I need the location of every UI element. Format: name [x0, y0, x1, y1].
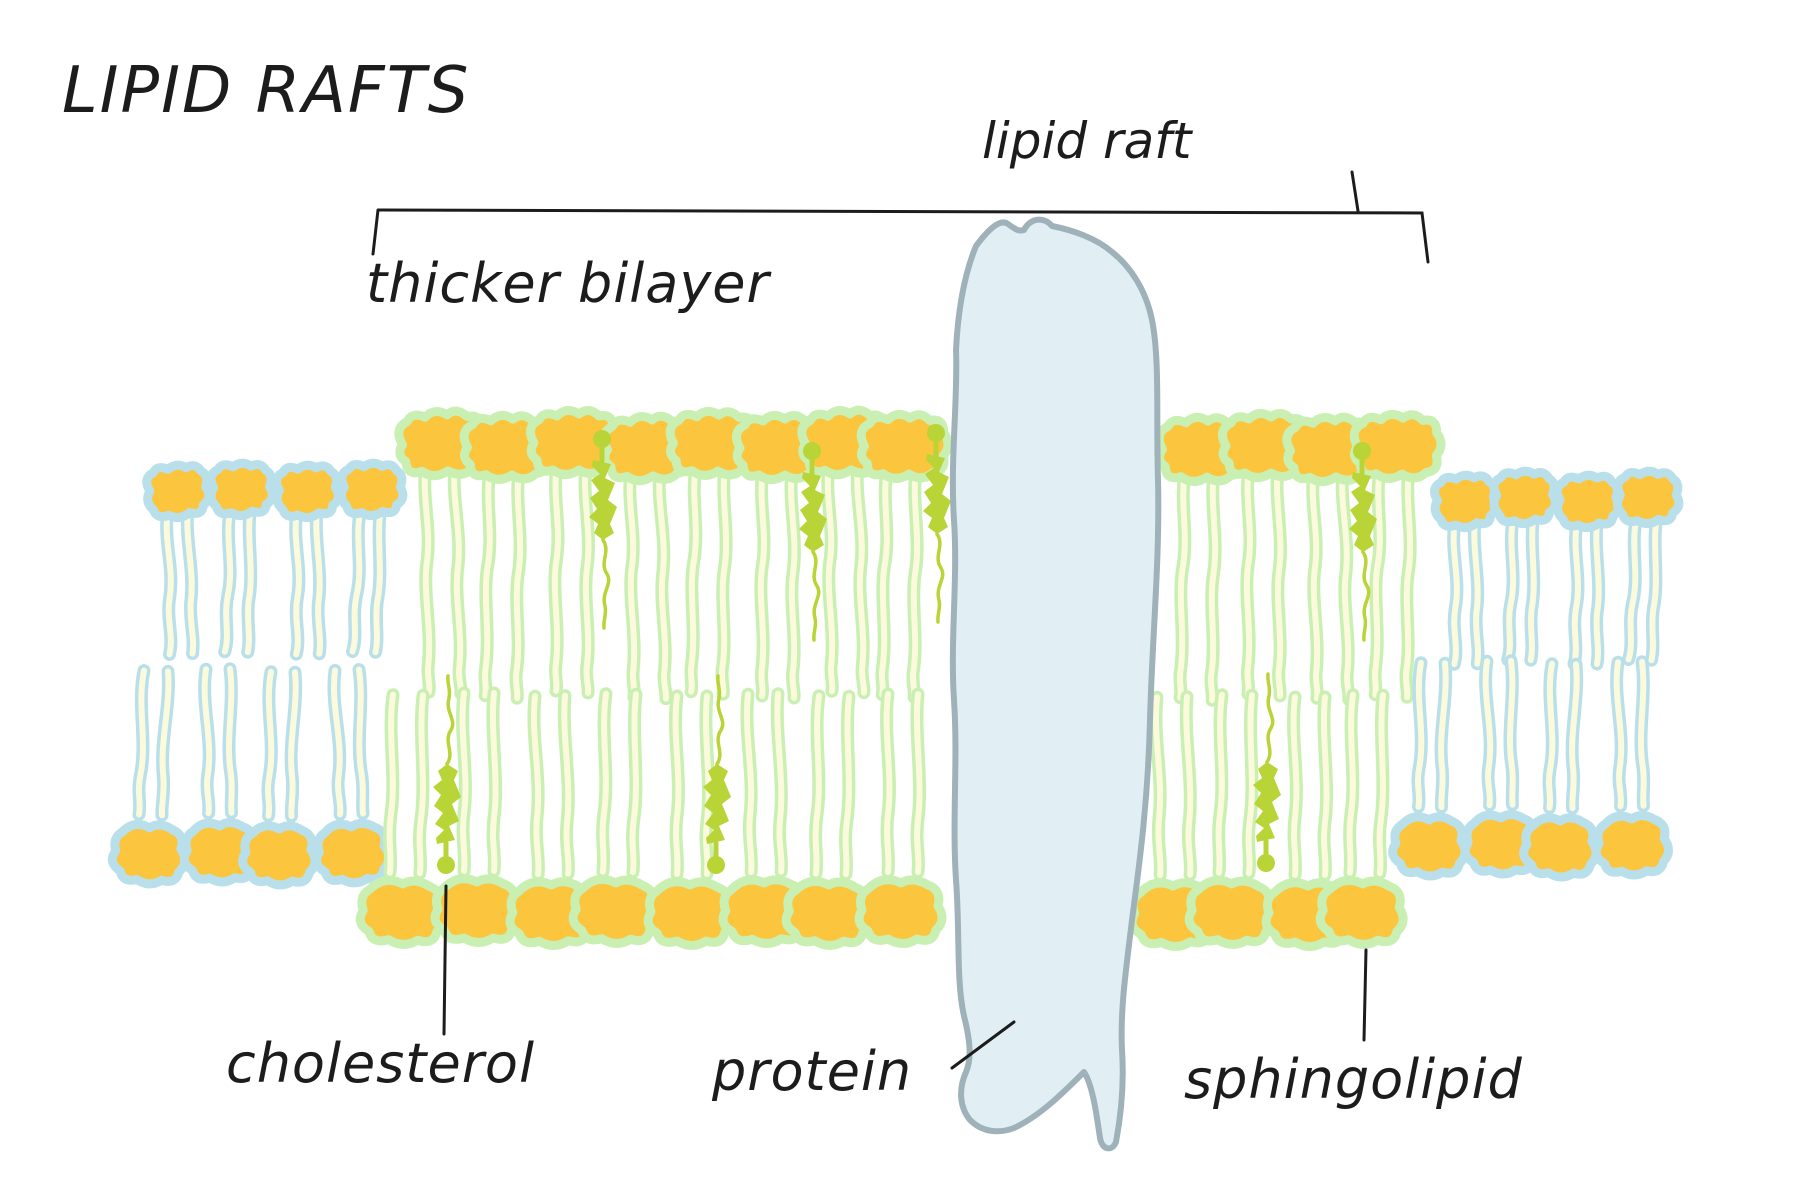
- annotations: LIPID RAFTS lipid raft thicker bilayer c…: [62, 54, 1523, 1111]
- outer-left-bottom-lipids: [112, 668, 390, 885]
- phospholipid: [1593, 661, 1669, 875]
- phospholipid: [336, 462, 404, 653]
- phospholipid: [1491, 471, 1556, 661]
- sphingolipid-pointer-line: [1362, 948, 1368, 1042]
- membrane-bottom-leaflet: [112, 660, 1669, 947]
- sphingolipid: [859, 694, 942, 944]
- lipid-raft-connector-line: [1350, 170, 1360, 213]
- lipid-raft-label: lipid raft: [982, 112, 1194, 170]
- phospholipid: [1557, 475, 1619, 664]
- protein-shape: [949, 216, 1162, 1152]
- outer-right-bottom-lipids: [1392, 660, 1669, 877]
- raft-top-left-lipids: [398, 410, 951, 700]
- protein-pointer-line: [950, 1020, 1016, 1070]
- protein-label: protein: [711, 1040, 912, 1103]
- outer-left-top-lipids: [146, 462, 404, 655]
- thicker-bilayer-label: thicker bilayer: [366, 252, 772, 315]
- phospholipid: [1434, 475, 1499, 665]
- phospholipid: [208, 463, 273, 653]
- sphingolipid: [1320, 694, 1407, 945]
- lipid-raft-bracket: [371, 208, 1430, 264]
- phospholipid: [310, 669, 390, 884]
- phospholipid: [276, 465, 341, 655]
- page-title: LIPID RAFTS: [62, 54, 470, 128]
- raft-top-right-lipids: [1155, 413, 1442, 700]
- outer-right-top-lipids: [1434, 470, 1680, 664]
- cholesterol-label: cholesterol: [226, 1032, 535, 1095]
- phospholipid: [146, 464, 214, 655]
- phospholipid: [242, 671, 318, 885]
- raft-bottom-right-lipids: [1128, 674, 1407, 947]
- sphingolipid-label: sphingolipid: [1184, 1048, 1523, 1111]
- phospholipid: [1523, 663, 1599, 877]
- cholesterol-pointer-line: [442, 884, 448, 1036]
- phospholipid: [1612, 470, 1680, 661]
- membrane-top-leaflet: [146, 410, 1680, 701]
- phospholipid: [112, 670, 192, 885]
